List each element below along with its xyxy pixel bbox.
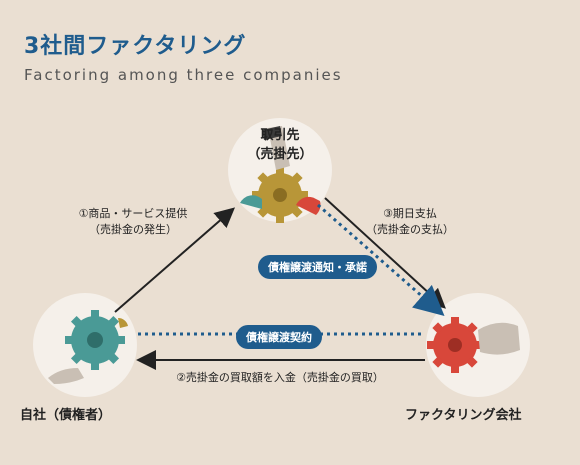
step1-label: ①商品・サービス提供 （売掛金の発生） bbox=[58, 206, 208, 238]
client-gears-icon bbox=[240, 126, 321, 223]
step3-label: ③期日支払 （売掛金の支払） bbox=[350, 206, 470, 238]
factoring-label: ファクタリング会社 bbox=[405, 408, 522, 423]
arrow-step1 bbox=[114, 207, 236, 313]
step3-label-line1: ③期日支払 bbox=[383, 207, 437, 220]
factoring-gears-icon bbox=[427, 317, 520, 373]
step3-label-line2: （売掛金の支払） bbox=[366, 223, 454, 236]
step2-label: ②売掛金の買取額を入金（売掛金の買取） bbox=[176, 371, 384, 384]
self-gears-icon bbox=[48, 310, 128, 384]
self-label: 自社（債権者） bbox=[20, 408, 112, 423]
contract-badge: 債権譲渡契約 bbox=[236, 325, 322, 349]
page-title: 3社間ファクタリング bbox=[24, 34, 247, 59]
dotted-notice-line bbox=[317, 203, 445, 316]
notice-badge: 債権譲渡通知・承諾 bbox=[258, 255, 377, 279]
client-label-line2: （売掛先） bbox=[247, 147, 313, 162]
client-label: 取引先 （売掛先） bbox=[240, 126, 320, 164]
step1-label-line2: （売掛金の発生） bbox=[89, 223, 177, 236]
page-subtitle: Factoring among three companies bbox=[24, 66, 343, 84]
step1-label-line1: ①商品・サービス提供 bbox=[78, 207, 188, 220]
client-label-line1: 取引先 bbox=[260, 128, 300, 143]
